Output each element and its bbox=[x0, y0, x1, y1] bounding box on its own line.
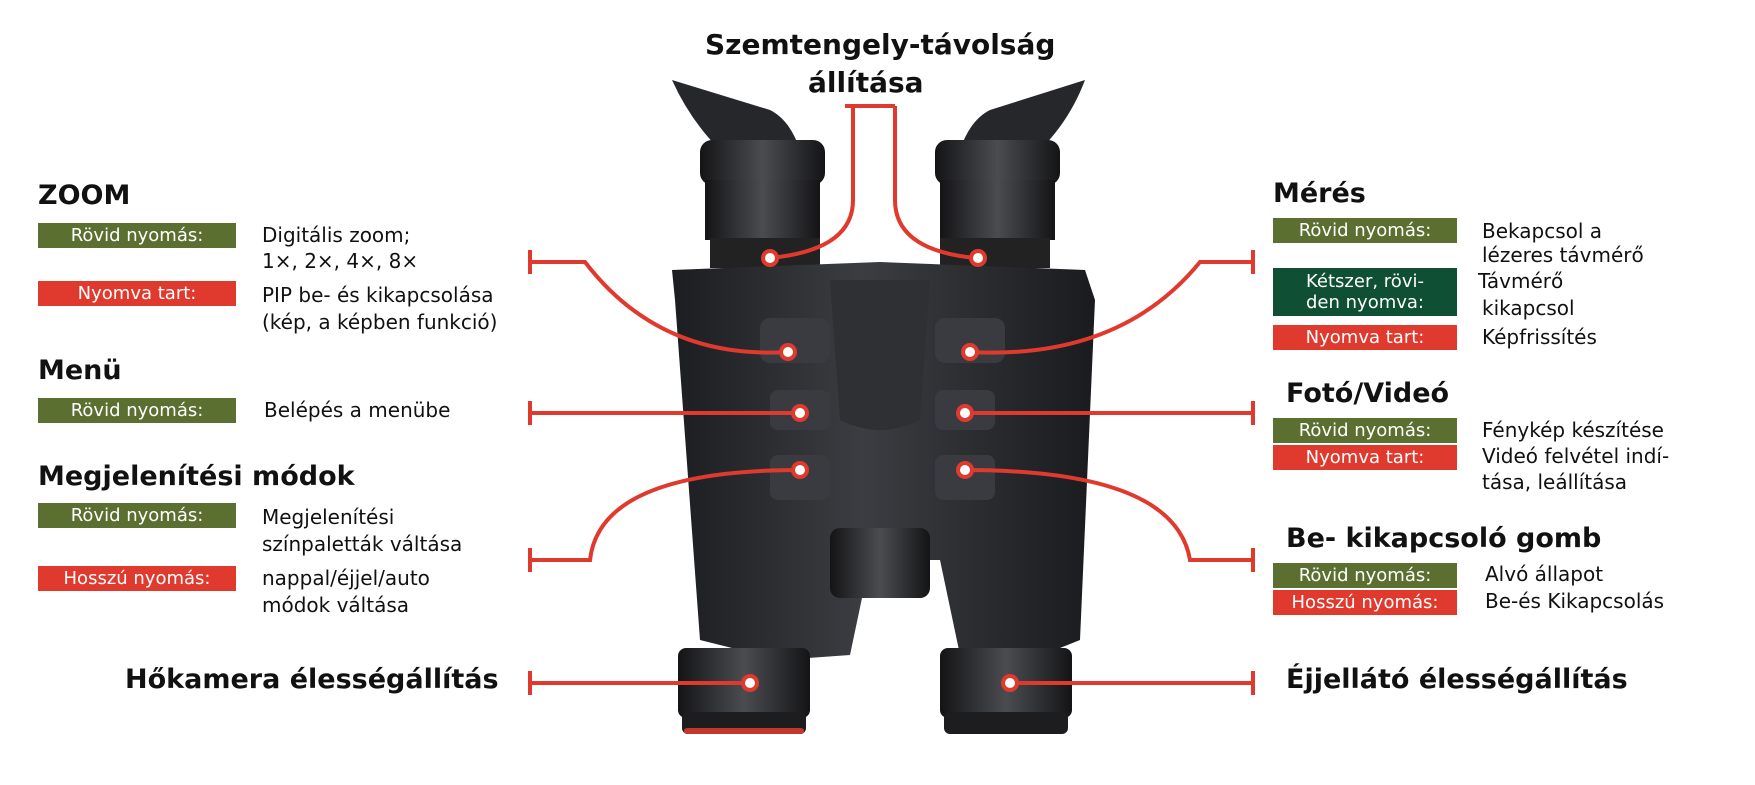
video-hold-badge: Nyomva tart: bbox=[1273, 445, 1457, 470]
zoom-title: ZOOM bbox=[38, 180, 131, 211]
zoom-short-badge: Rövid nyomás: bbox=[38, 223, 236, 248]
video-hold-desc2: tása, leállítása bbox=[1482, 470, 1628, 494]
thermal-focus-label: Hőkamera élességállítás bbox=[125, 664, 499, 695]
display-modes-title: Megjelenítési módok bbox=[38, 461, 355, 492]
zoom-hold-desc2: (kép, a képben funkció) bbox=[262, 310, 498, 334]
left-eyecup bbox=[672, 80, 825, 268]
device-body bbox=[672, 262, 1095, 660]
display-short-desc2: színpaletták váltása bbox=[262, 532, 463, 556]
measure-double-label2: den nyomva: bbox=[1306, 292, 1424, 313]
power-short-badge: Rövid nyomás: bbox=[1273, 563, 1457, 588]
measure-hold-badge: Nyomva tart: bbox=[1273, 325, 1457, 350]
measure-hold-desc: Képfrissítés bbox=[1482, 325, 1597, 349]
menu-title: Menü bbox=[38, 355, 122, 386]
display-long-desc1: nappal/éjjel/auto bbox=[262, 566, 430, 590]
night-focus-label: Éjjellátó élességállítás bbox=[1286, 664, 1628, 695]
power-title: Be- kikapcsoló gomb bbox=[1286, 523, 1602, 554]
callout-dots bbox=[741, 249, 1019, 692]
display-long-badge: Hosszú nyomás: bbox=[38, 566, 236, 591]
display-short-desc1: Megjelenítési bbox=[262, 505, 395, 529]
photo-short-badge: Rövid nyomás: bbox=[1273, 418, 1457, 443]
left-objective bbox=[678, 648, 810, 734]
display-short-badge: Rövid nyomás: bbox=[38, 503, 236, 528]
power-short-desc: Alvó állapot bbox=[1485, 562, 1604, 586]
power-long-desc: Be-és Kikapcsolás bbox=[1485, 589, 1665, 613]
zoom-hold-badge: Nyomva tart: bbox=[38, 281, 236, 306]
zoom-short-desc2: 1×, 2×, 4×, 8× bbox=[262, 249, 419, 273]
menu-short-desc: Belépés a menübe bbox=[264, 398, 451, 422]
power-long-badge: Hosszú nyomás: bbox=[1273, 590, 1457, 615]
photo-video-title: Fotó/Videó bbox=[1286, 378, 1450, 409]
measure-short-desc1: Bekapcsol a bbox=[1482, 219, 1603, 243]
measure-double-desc1: Távmérő bbox=[1478, 269, 1564, 293]
measure-double-label1: Kétszer, rövi- bbox=[1306, 271, 1424, 292]
zoom-hold-desc1: PIP be- és kikapcsolása bbox=[262, 283, 494, 307]
measure-double-badge: Kétszer, rövi- den nyomva: bbox=[1273, 268, 1457, 316]
measure-short-desc2: lézeres távmérő bbox=[1482, 243, 1644, 267]
ipd-title-line1: Szemtengely-távolság bbox=[705, 28, 1056, 61]
ipd-title-line2: állítása bbox=[808, 66, 924, 99]
callout-lines bbox=[528, 104, 1255, 695]
measure-short-badge: Rövid nyomás: bbox=[1273, 218, 1457, 243]
video-hold-desc1: Videó felvétel indí- bbox=[1482, 444, 1670, 468]
display-long-desc2: módok váltása bbox=[262, 593, 410, 617]
menu-short-badge: Rövid nyomás: bbox=[38, 398, 236, 423]
right-eyecup bbox=[935, 80, 1085, 268]
photo-short-desc: Fénykép készítése bbox=[1482, 418, 1664, 442]
measure-title: Mérés bbox=[1273, 178, 1366, 209]
measure-double-desc2: kikapcsol bbox=[1482, 296, 1575, 320]
zoom-short-desc1: Digitális zoom; bbox=[262, 223, 411, 247]
